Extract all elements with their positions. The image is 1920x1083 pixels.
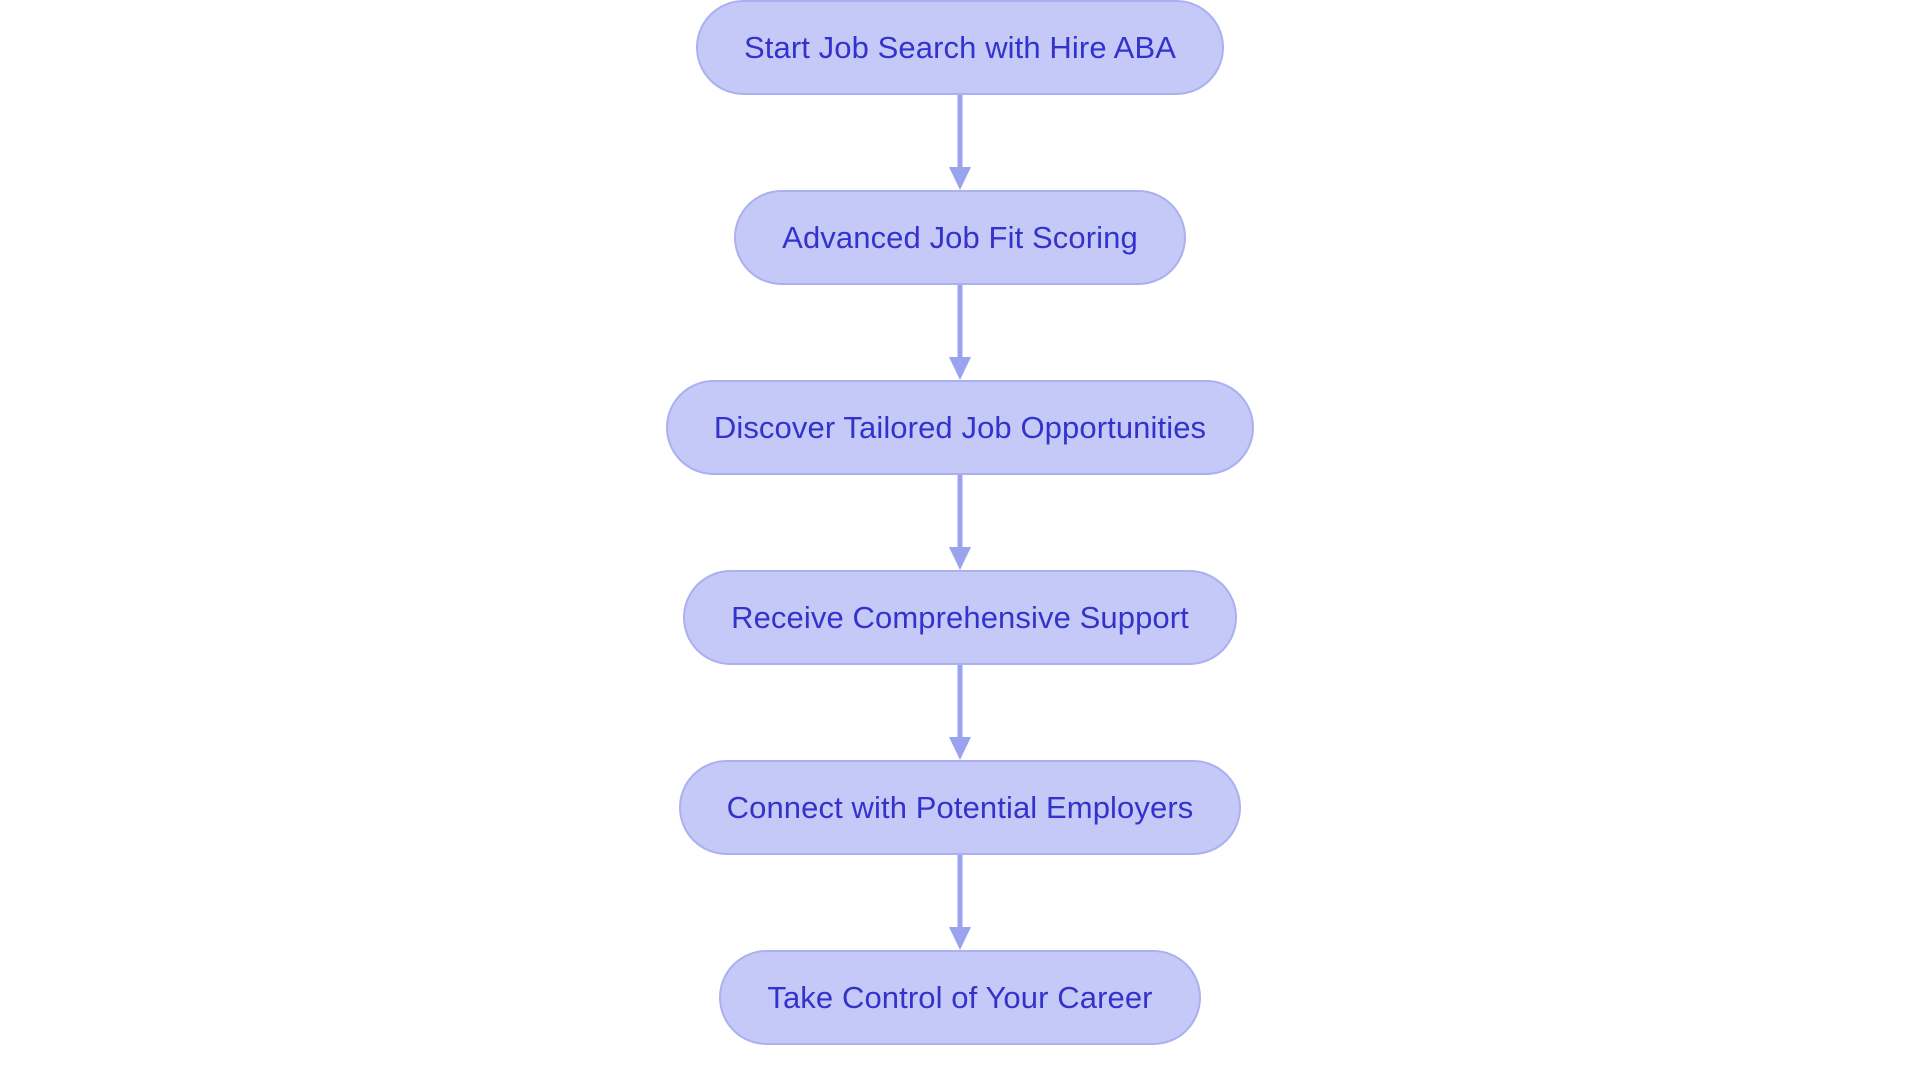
flowchart-node-label: Discover Tailored Job Opportunities <box>713 410 1207 445</box>
flowchart-node-take-control-of-your-career[interactable]: Take Control of Your Career <box>719 950 1201 1045</box>
flowchart-node-advanced-job-fit-scoring[interactable]: Advanced Job Fit Scoring <box>734 190 1186 285</box>
flowchart-node-label: Start Job Search with Hire ABA <box>743 30 1177 65</box>
flowchart-node-discover-tailored-job-opportunities[interactable]: Discover Tailored Job Opportunities <box>665 380 1255 475</box>
flowchart-node-receive-comprehensive-support[interactable]: Receive Comprehensive Support <box>683 570 1237 665</box>
flowchart-arrow-3 <box>947 475 973 570</box>
flowchart-node-label: Take Control of Your Career <box>767 980 1153 1015</box>
flowchart-arrow-1 <box>947 95 973 190</box>
flowchart-node-label: Receive Comprehensive Support <box>731 600 1189 635</box>
flowchart-arrow-2 <box>947 285 973 380</box>
flowchart-node-connect-with-potential-employers[interactable]: Connect with Potential Employers <box>678 760 1242 855</box>
flowchart-node-start-job-search[interactable]: Start Job Search with Hire ABA <box>695 0 1225 95</box>
flowchart-arrow-4 <box>947 665 973 760</box>
flowchart-node-label: Advanced Job Fit Scoring <box>782 220 1138 255</box>
flowchart-arrow-5 <box>947 855 973 950</box>
flowchart-node-label: Connect with Potential Employers <box>726 790 1194 825</box>
